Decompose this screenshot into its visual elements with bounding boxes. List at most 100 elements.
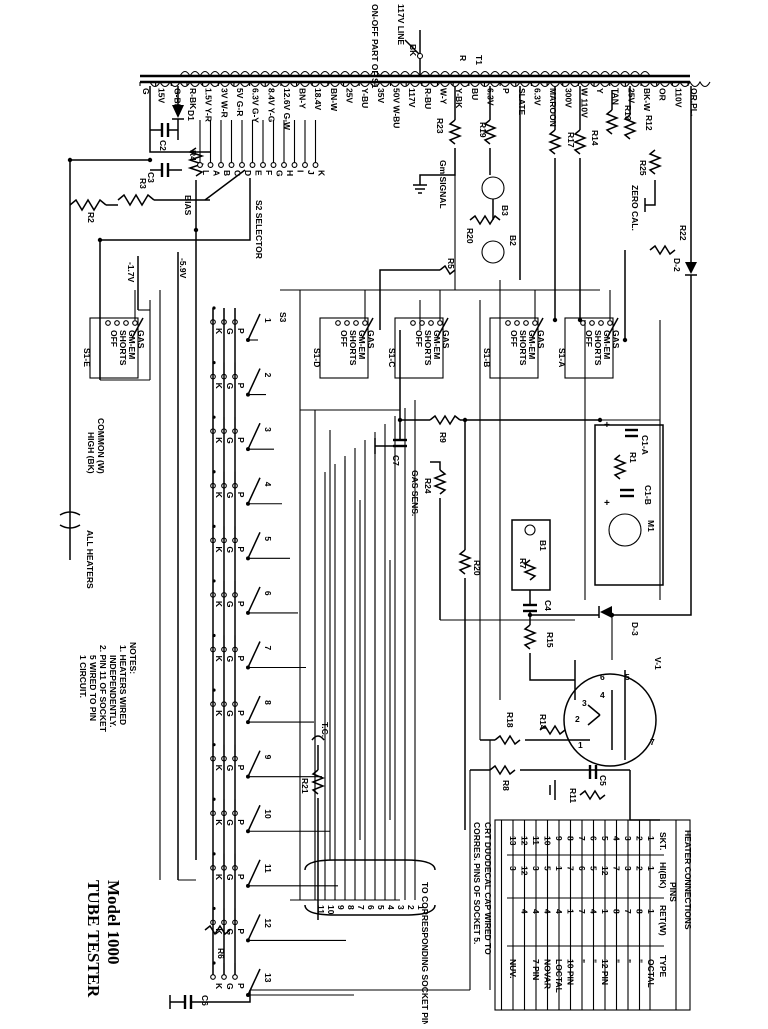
title-line2: TUBE TESTER [84,880,103,998]
primary-r: R [458,55,468,61]
winding-tap-label: BN-Y [298,88,308,109]
socket-pin-number: 5 [376,905,386,910]
cap-c2-label: C2 [158,140,168,151]
res-r15-label: R15 [545,632,555,648]
s1-contact [410,320,416,326]
winding-tap-label: Y-BU [360,88,370,108]
pin-contact-label: K [214,492,224,499]
selector-tap-contact [312,162,319,168]
winding-tap-label: 15V [157,88,167,103]
bias-label: BIAS [183,195,193,216]
pin-contact-label: P [236,492,246,498]
s1-contact [532,320,538,326]
winding-tap-label: BU [470,88,480,100]
transformer-t1: T1 R [140,55,711,88]
pin-switch-number: 10 [263,809,273,819]
winding-tap-label: SLATE [517,88,527,116]
zerocal-label: ZERO CAL. [630,185,640,231]
winding-tap-label: 50V W-BU [392,88,402,128]
res-r16-label: R17 [566,132,576,148]
pin-switch-bank: PGK1PGK2PGK3PGK4PGK5PGK6PGK7PGK8PGK9PGK1… [210,306,354,997]
s1-option-label: OFF [509,330,519,347]
selector-tap-label: J [306,170,316,175]
meter-circuit: C1-A R1 C1-B M1 + + [594,420,664,586]
cap-c5-label: C5 [598,775,608,786]
selector-tap-label: B [222,170,232,176]
lamp-b3-label: B3 [500,205,510,216]
gas-circuit: R9 C7 R24 GAS SENS. R20 [374,330,600,830]
heater-table-cell: 3 [531,866,541,871]
heater-connections-table: HEATER CONNECTIONSPINSSKT.HI(BK)RET(W)TY… [472,819,693,1011]
pin-contact-label: K [214,765,224,772]
lamp-b2-symbol [481,240,505,264]
notes-line: INDEPENDENTLY. [108,655,118,727]
selector-tap-contact [291,162,298,168]
selector-tap-contact [228,162,235,168]
heater-table-cell: 7 PIN [531,959,541,980]
s1-option-label: GAS [366,330,376,349]
pin-switch-number: 5 [263,536,273,541]
winding-tap-label: 12.6V G-W [282,88,292,131]
s1-contact [114,320,120,326]
calibration-circuit: R12 R13 R25 ZERO CAL. R14 R17 R22 D-2 [547,86,697,616]
diode-d1-symbol [172,105,184,118]
heater-table-header: SKT. [658,832,668,850]
s1-contact [589,320,595,326]
res-r20-label: R20 [472,560,482,576]
heater-table-cell: 5 [543,866,553,871]
tube-pin-number: 5 [625,672,630,682]
s1-contact [437,320,443,326]
lamp-circuit: B1 R7 C4 R15 D-3 [511,519,640,681]
heater-table-cell: 11 [531,836,541,845]
heater-table-cell: 1 [566,909,576,914]
socket-pin-number: 7 [356,905,366,910]
heater-table-cell: 6 [589,836,599,841]
winding-tap-label: R-BK [188,88,198,110]
pin-contact-label: K [214,928,224,935]
s1-option-label: GAS [536,330,546,349]
selector-tap-contact [260,162,266,168]
heater-table-cell: 12 [520,836,530,846]
res-r2-label: R2 [86,212,96,223]
cap-c4-label: C4 [543,600,553,611]
s1-option-label: OFF [584,330,594,347]
winding-tap-label: W 110V [579,88,589,118]
tc-circuit: T.C. R21 R6 C6 [169,722,330,1009]
res-r11-label: R12 [644,115,654,131]
heater-table-footer: CORRES. PINS OF SOCKET 5. [472,822,482,944]
tube-pin-number: 2 [575,714,580,724]
heater-table-header: TYPE [658,955,668,978]
selector-tap-label: A [212,170,222,176]
cap-c3-label: C3 [146,172,156,183]
pin-switch-number: 11 [263,864,273,873]
selector-tap-contact [239,162,245,168]
winding-tap-label: 8.4V Y-G [266,88,276,123]
cap-c7-label: C7 [391,455,401,466]
pin-contact-label: K [214,874,224,881]
pin-contact-label: G [225,874,235,881]
pin-contact-label: P [236,928,246,934]
pin-contact-label: P [236,437,246,443]
heater-table-cell: 12 PIN [600,959,610,985]
pin-switch-number: 8 [263,700,273,705]
socket-pins-label: TO CORRESPONDING SOCKET PINS [420,882,430,1024]
pin-contact-label: G [225,710,235,717]
winding-tap-label: 25V [626,88,636,103]
pin-contact-label: K [214,601,224,608]
winding-tap-label: MAROON [548,88,558,127]
pin-contact-label: G [225,328,235,335]
heater-table-cell: 7 [577,909,587,914]
pin-contact-label: G [225,928,235,935]
lamp-b2-label: B2 [508,235,518,246]
winding-tap-label: 110V [673,88,683,108]
pin-contact-label: P [236,601,246,607]
selector-tap-contact [197,162,203,168]
pin-contact-label: G [225,546,235,553]
pin-contact-label: P [236,328,246,334]
